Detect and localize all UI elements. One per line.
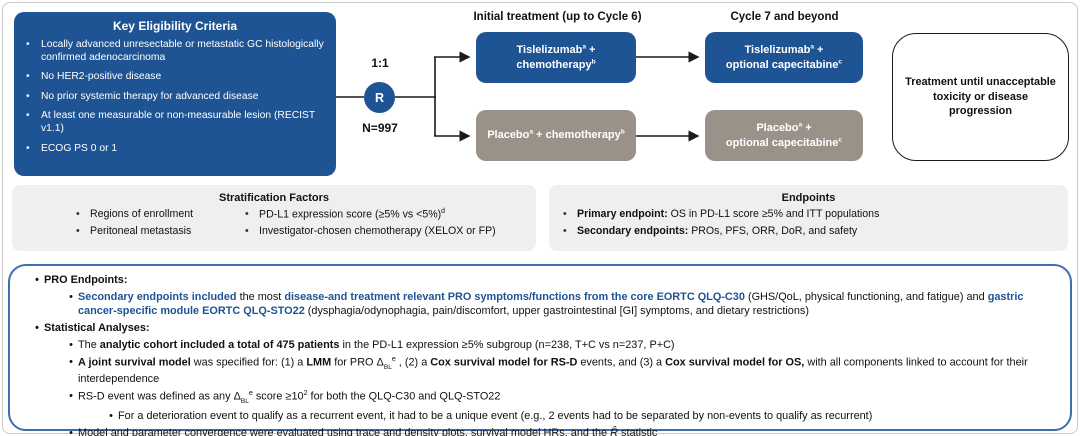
- stat-convergence-note: Model and parameter convergence were eva…: [78, 427, 658, 436]
- initial-treatment-header: Initial treatment (up to Cycle 6): [473, 11, 642, 23]
- bullet-icon: •: [563, 208, 567, 220]
- randomization-circle: R: [364, 82, 395, 113]
- stratification-panel: Stratification Factors • Regions of enro…: [12, 185, 536, 251]
- eligibility-item-text: No HER2-positive disease: [41, 71, 162, 83]
- treatment-duration-box: Treatment until unacceptable toxicity or…: [892, 33, 1069, 161]
- list-item: • Investigator-chosen chemotherapy (XELO…: [245, 225, 496, 239]
- randomization-ratio: 1:1: [371, 56, 389, 70]
- treatment-duration-text: Treatment until unacceptable toxicity or…: [905, 75, 1056, 118]
- list-item: • PD-L1 expression score (≥5% vs <5%)d: [245, 208, 496, 222]
- eligibility-item-text: ECOG PS 0 or 1: [41, 142, 118, 154]
- statistical-analyses-heading: Statistical Analyses:: [44, 322, 150, 335]
- stratification-columns: • Regions of enrollment • Peritoneal met…: [12, 208, 536, 239]
- bullet-icon: •: [109, 410, 113, 423]
- list-item: • The analytic cohort included a total o…: [18, 338, 1056, 352]
- arm-tislelizumab-chemo-box: Tislelizumaba +chemotherapyb: [476, 32, 636, 83]
- list-item: • Peritoneal metastasis: [76, 225, 245, 239]
- list-item: • PRO Endpoints:: [18, 273, 1056, 287]
- pro-endpoints-heading: PRO Endpoints:: [44, 274, 128, 286]
- list-item: • Statistical Analyses:: [18, 321, 1056, 335]
- list-item: • A joint survival model was specified f…: [18, 355, 1056, 386]
- sample-size-label: N=997: [362, 121, 398, 135]
- bullet-icon: •: [35, 274, 39, 286]
- list-item: • Secondary endpoints included the most …: [18, 290, 1056, 318]
- list-item: • Model and parameter convergence were e…: [18, 426, 1056, 436]
- endpoints-list: • Primary endpoint: OS in PD-L1 score ≥5…: [549, 208, 1068, 239]
- stratification-item-text: Regions of enrollment: [90, 208, 194, 220]
- arm-label: Placeboa + chemotherapyb: [487, 128, 625, 142]
- bullet-icon: •: [245, 208, 249, 220]
- stat-analytic-cohort: The analytic cohort included a total of …: [78, 339, 675, 352]
- list-item: • At least one measurable or non-measura…: [24, 110, 326, 136]
- bullet-icon: •: [26, 110, 30, 122]
- bullet-icon: •: [26, 39, 30, 50]
- stratification-column-1: • Regions of enrollment • Peritoneal met…: [76, 208, 245, 239]
- stat-recurrent-event-note: For a deterioration event to qualify as …: [118, 410, 873, 423]
- bullet-icon: •: [35, 322, 39, 335]
- bullet-icon: •: [69, 356, 73, 369]
- bullet-icon: •: [69, 427, 73, 436]
- stratification-title: Stratification Factors: [218, 192, 330, 204]
- cycle7-header: Cycle 7 and beyond: [730, 11, 839, 23]
- arm-placebo-capecitabine-box: Placeboa +optional capecitabinec: [705, 110, 863, 161]
- bullet-icon: •: [26, 90, 30, 102]
- arm-label: Tislelizumaba +chemotherapyb: [516, 43, 596, 71]
- bullet-icon: •: [76, 208, 80, 220]
- list-item: • ECOG PS 0 or 1: [24, 143, 326, 156]
- list-item: • Locally advanced unresectable or metas…: [24, 39, 326, 65]
- bullet-icon: •: [245, 225, 249, 238]
- list-item: • For a deterioration event to qualify a…: [18, 409, 1056, 423]
- arm-tislelizumab-capecitabine-box: Tislelizumaba +optional capecitabinec: [705, 32, 863, 83]
- endpoint-item-text: Primary endpoint: OS in PD-L1 score ≥5% …: [577, 208, 880, 220]
- arm-placebo-chemo-box: Placeboa + chemotherapyb: [476, 110, 636, 161]
- bullet-icon: •: [563, 224, 567, 237]
- list-item: • No HER2-positive disease: [24, 71, 326, 84]
- list-item: • Regions of enrollment: [76, 208, 245, 222]
- endpoints-panel: Endpoints • Primary endpoint: OS in PD-L…: [549, 185, 1068, 251]
- eligibility-item-text: No prior systemic therapy for advanced d…: [41, 90, 259, 102]
- stratification-column-2: • PD-L1 expression score (≥5% vs <5%)d •…: [245, 208, 496, 239]
- bullet-icon: •: [69, 290, 73, 303]
- list-item: • No prior systemic therapy for advanced…: [24, 91, 326, 104]
- stat-joint-survival-model: A joint survival model was specified for…: [78, 355, 1028, 386]
- eligibility-item-text: At least one measurable or non-measurabl…: [41, 110, 315, 135]
- pro-endpoints-detail: Secondary endpoints included the most di…: [78, 290, 1024, 318]
- bullet-icon: •: [69, 339, 73, 352]
- bullet-icon: •: [26, 71, 30, 83]
- eligibility-title: Key Eligibility Criteria: [112, 19, 238, 33]
- list-item: • Primary endpoint: OS in PD-L1 score ≥5…: [563, 208, 1068, 222]
- arm-label: Tislelizumaba +optional capecitabinec: [725, 43, 843, 71]
- eligibility-item-text: Locally advanced unresectable or metasta…: [41, 39, 324, 63]
- bullet-icon: •: [76, 224, 80, 237]
- stratification-item-text: Peritoneal metastasis: [90, 224, 192, 237]
- list-item: • Secondary endpoints: PROs, PFS, ORR, D…: [563, 225, 1068, 239]
- endpoints-title: Endpoints: [781, 192, 836, 204]
- stratification-item-text: Investigator-chosen chemotherapy (XELOX …: [259, 225, 496, 238]
- bullet-icon: •: [69, 390, 73, 403]
- bullet-icon: •: [26, 142, 30, 154]
- eligibility-criteria-box: Key Eligibility Criteria • Locally advan…: [14, 12, 336, 176]
- stat-rsd-event-definition: RS-D event was defined as any ΔBLe score…: [78, 389, 501, 406]
- arm-label: Placeboa +optional capecitabinec: [725, 121, 843, 149]
- pro-statistical-notes-box: • PRO Endpoints: • Secondary endpoints i…: [8, 264, 1072, 436]
- stratification-item-text: PD-L1 expression score (≥5% vs <5%)d: [259, 208, 445, 221]
- endpoint-item-text: Secondary endpoints: PROs, PFS, ORR, DoR…: [577, 224, 858, 237]
- list-item: • RS-D event was defined as any ΔBLe sco…: [18, 389, 1056, 406]
